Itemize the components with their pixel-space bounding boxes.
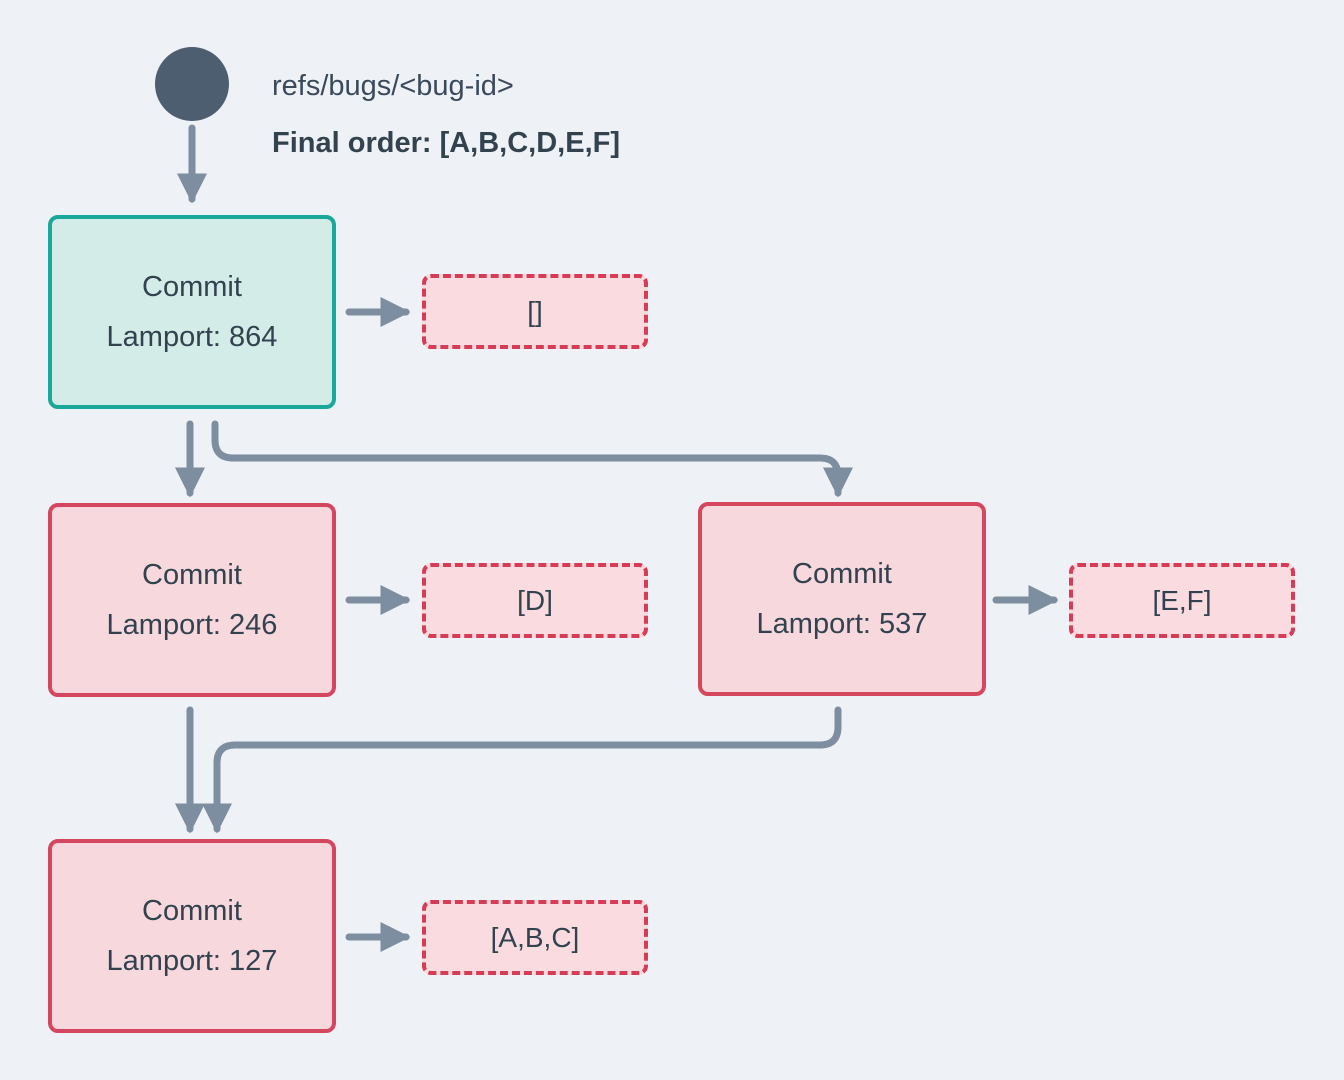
edge-right-to-merge	[201, 706, 842, 834]
payload-box-merge: [A,B,C]	[422, 900, 648, 975]
branch-ref-circle	[155, 47, 229, 121]
commit-node-merge: Commit Lamport: 127	[48, 839, 336, 1033]
commit-title: Commit	[142, 894, 242, 927]
commit-node-root: Commit Lamport: 864	[48, 215, 336, 409]
commit-lamport: Lamport: 127	[106, 944, 278, 977]
commit-title: Commit	[142, 270, 242, 303]
commit-node-right: Commit Lamport: 537	[698, 502, 986, 696]
edge-root-to-right	[211, 420, 854, 498]
payload-box-left: [D]	[422, 563, 648, 638]
final-order-label: Final order: [A,B,C,D,E,F]	[272, 127, 620, 159]
commit-node-left: Commit Lamport: 246	[48, 503, 336, 697]
payload-box-root: []	[422, 274, 648, 349]
branch-ref-label: refs/bugs/<bug-id>	[272, 70, 514, 102]
commit-lamport: Lamport: 864	[106, 320, 278, 353]
payload-box-right: [E,F]	[1069, 563, 1295, 638]
commit-lamport: Lamport: 537	[756, 607, 928, 640]
commit-lamport: Lamport: 246	[106, 608, 278, 641]
commit-title: Commit	[142, 558, 242, 591]
commit-title: Commit	[792, 557, 892, 590]
